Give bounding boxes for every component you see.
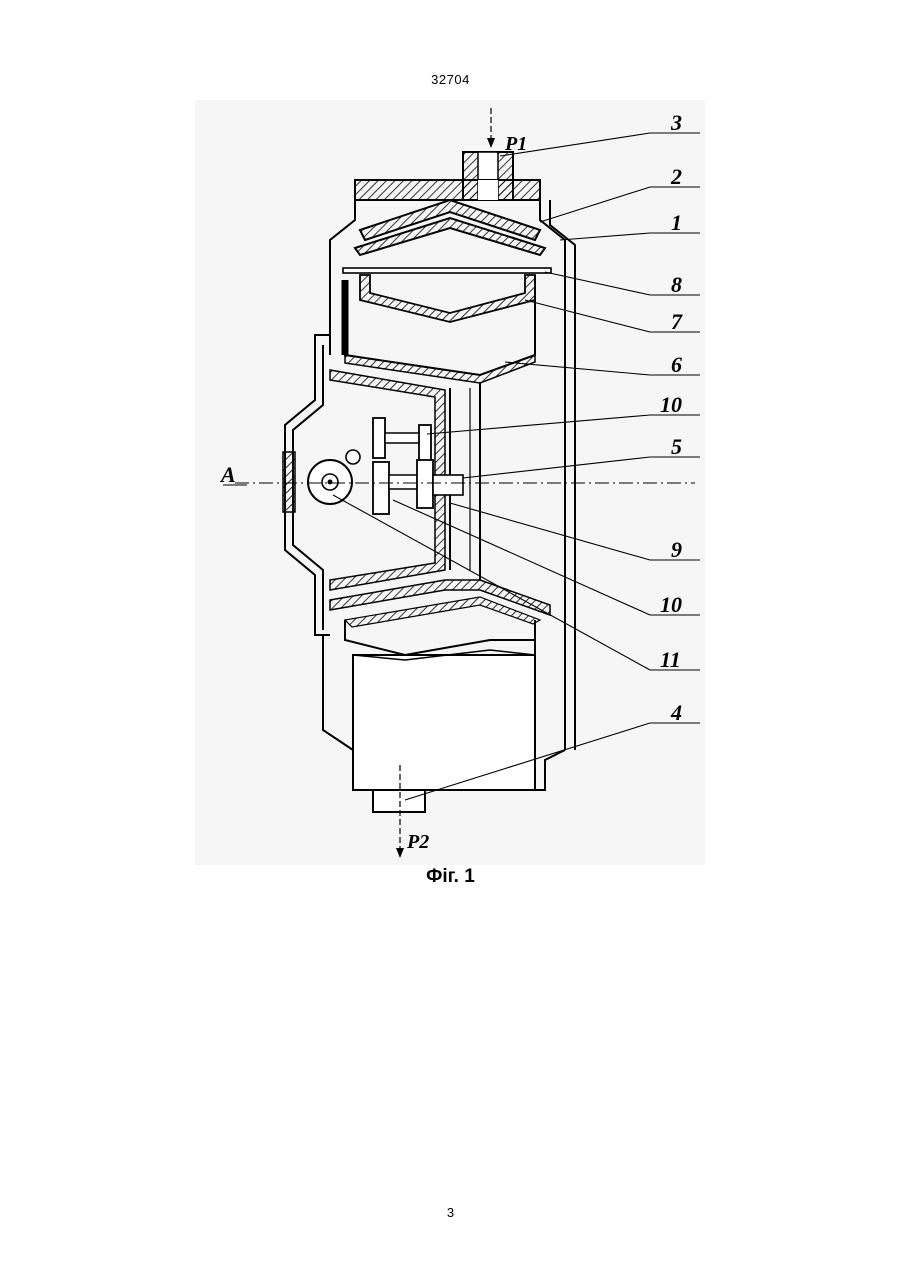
callout-3: 3 bbox=[670, 110, 682, 135]
technical-drawing: 3 2 1 8 7 6 10 5 9 10 11 4 P1 P2 A bbox=[195, 100, 705, 865]
callout-11: 11 bbox=[660, 647, 681, 672]
figure-caption: Фіг. 1 bbox=[0, 866, 901, 888]
callout-10-lower: 10 bbox=[660, 592, 682, 617]
callout-5: 5 bbox=[671, 434, 682, 459]
page-number: 3 bbox=[0, 1205, 901, 1220]
callout-8: 8 bbox=[671, 272, 682, 297]
callout-6: 6 bbox=[671, 352, 682, 377]
section-label: A bbox=[219, 462, 236, 487]
callout-7: 7 bbox=[671, 309, 683, 334]
horizontal-rod bbox=[343, 268, 551, 273]
callout-2: 2 bbox=[670, 164, 682, 189]
callout-9: 9 bbox=[671, 537, 682, 562]
inlet-label: P1 bbox=[504, 133, 527, 155]
bottom-container bbox=[323, 635, 565, 812]
outlet-label: P2 bbox=[406, 831, 429, 853]
callout-10-upper: 10 bbox=[660, 392, 682, 417]
callout-1: 1 bbox=[671, 210, 682, 235]
callout-4: 4 bbox=[670, 700, 682, 725]
document-header-number: 32704 bbox=[0, 72, 901, 87]
